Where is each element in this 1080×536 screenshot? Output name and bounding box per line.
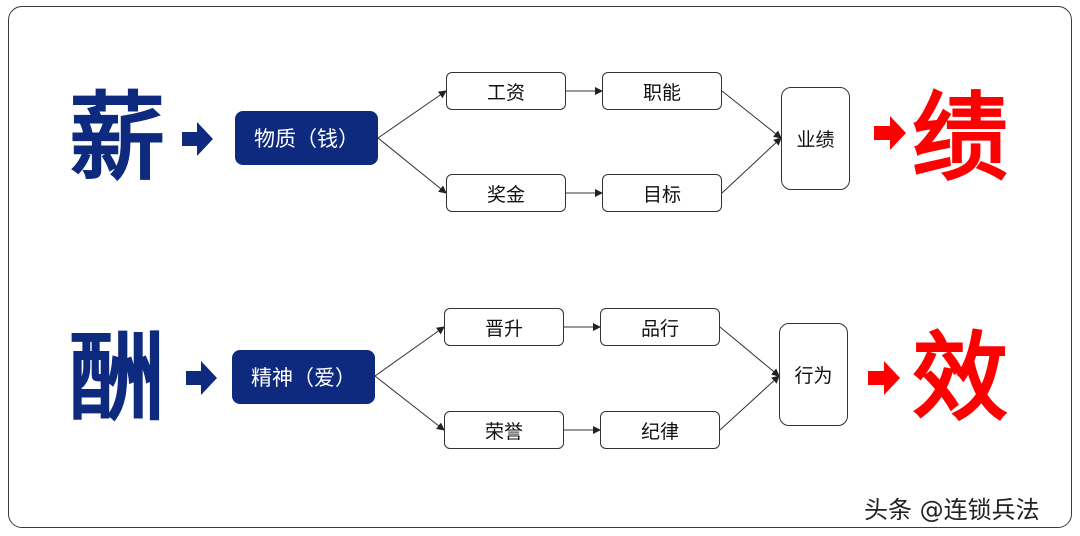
connector-goal-to-performance bbox=[721, 137, 782, 194]
function-node: 职能 bbox=[602, 72, 722, 110]
arrow-right-icon bbox=[874, 116, 906, 150]
material-source-box: 物质（钱） bbox=[235, 111, 378, 165]
behavior-node: 行为 bbox=[779, 323, 848, 426]
connector-source-to-honor bbox=[374, 375, 445, 431]
effect-big-char: 效 bbox=[912, 322, 1008, 434]
connector-discipline-to-behavior bbox=[719, 375, 780, 431]
promotion-node: 晋升 bbox=[444, 308, 564, 346]
arrow-right-icon bbox=[182, 122, 213, 156]
connector-source-to-promotion bbox=[374, 326, 445, 377]
connector-function-to-performance bbox=[721, 90, 782, 139]
honor-node: 荣誉 bbox=[444, 411, 564, 449]
watermark: 头条 @连锁兵法 bbox=[864, 496, 1040, 524]
connector-source-to-salary bbox=[377, 90, 447, 139]
performance-node: 业绩 bbox=[781, 87, 850, 190]
salary-node: 工资 bbox=[446, 72, 566, 110]
reward-big-char: 酬 bbox=[69, 322, 165, 434]
spiritual-source-box: 精神（爱） bbox=[232, 350, 375, 404]
conduct-node: 品行 bbox=[600, 308, 720, 346]
bonus-node: 奖金 bbox=[446, 174, 566, 212]
connector-conduct-to-behavior bbox=[719, 326, 780, 377]
connector-source-to-bonus bbox=[377, 137, 447, 194]
salary-big-char: 薪 bbox=[69, 82, 165, 194]
discipline-node: 纪律 bbox=[600, 411, 720, 449]
arrow-right-icon bbox=[186, 361, 217, 395]
arrow-right-icon bbox=[868, 361, 900, 395]
diagram-frame bbox=[8, 6, 1072, 528]
goal-node: 目标 bbox=[602, 174, 722, 212]
performance-big-char: 绩 bbox=[912, 82, 1008, 194]
